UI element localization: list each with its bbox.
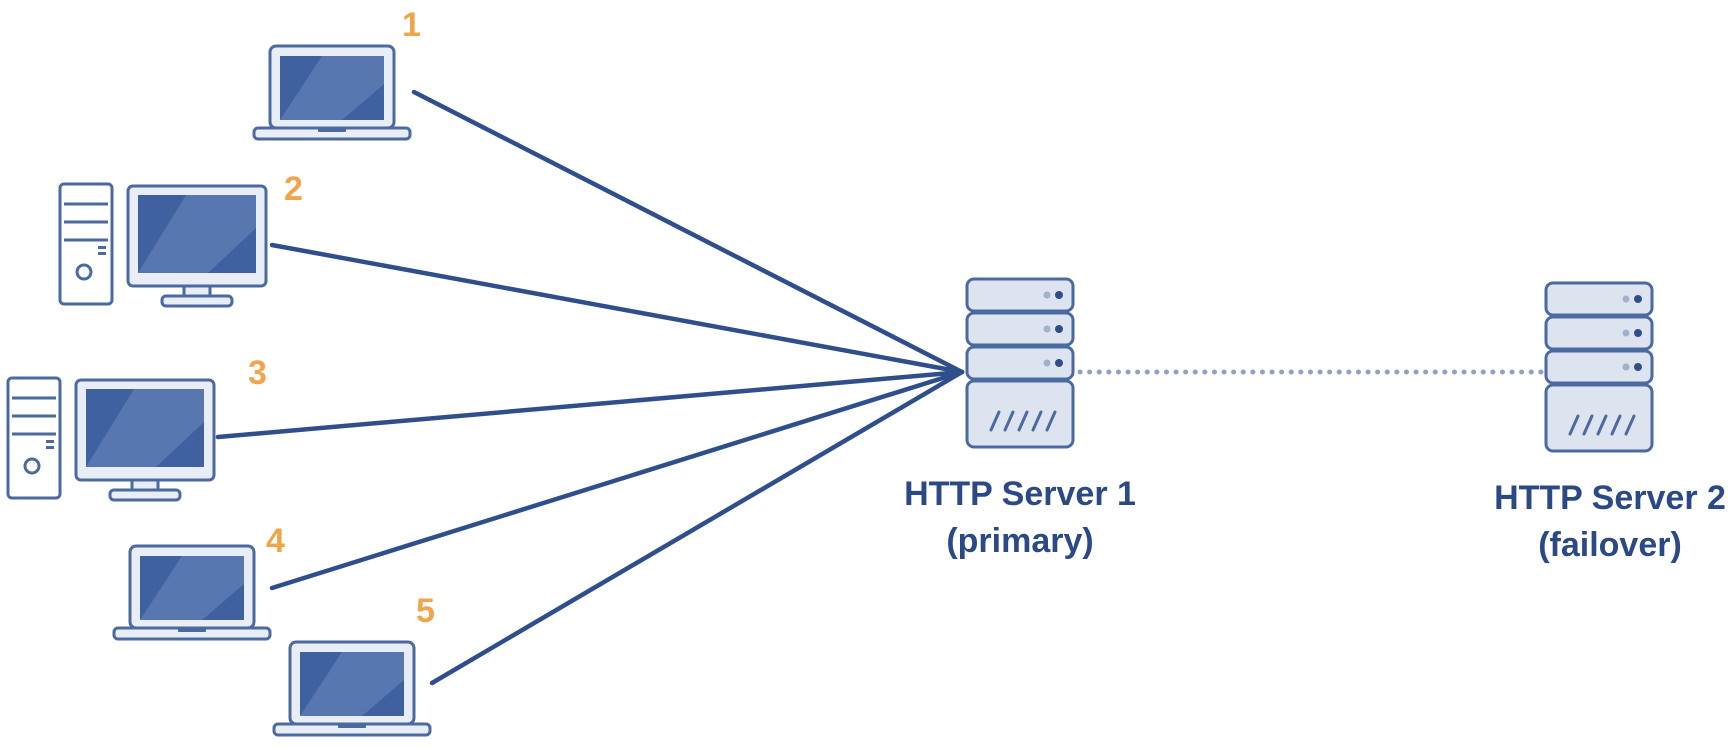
link-client-5-server-1 bbox=[429, 369, 965, 686]
client-5-number: 5 bbox=[416, 592, 435, 630]
server-1-name: HTTP Server 1 bbox=[904, 475, 1136, 513]
client-1-laptop: 1 bbox=[252, 6, 421, 141]
client-1-number: 1 bbox=[402, 6, 421, 44]
server-1-role: (primary) bbox=[946, 522, 1093, 560]
client-3-number: 3 bbox=[248, 354, 267, 392]
desktop-computer-icon bbox=[58, 182, 268, 308]
connection-lines bbox=[215, 89, 1545, 686]
laptop-icon bbox=[252, 44, 412, 141]
link-client-1-server-1 bbox=[411, 89, 965, 375]
link-client-3-server-1 bbox=[215, 369, 965, 440]
client-2-desktop: 2 bbox=[58, 170, 303, 308]
server-rack-icon bbox=[1544, 281, 1654, 453]
client-4-laptop: 4 bbox=[112, 522, 285, 641]
link-client-2-server-1 bbox=[269, 242, 965, 375]
server-2-name: HTTP Server 2 bbox=[1494, 479, 1726, 517]
client-4-number: 4 bbox=[266, 522, 285, 560]
client-5-laptop: 5 bbox=[272, 592, 435, 737]
laptop-icon bbox=[272, 640, 432, 737]
link-client-4-server-1 bbox=[269, 369, 965, 591]
http-server-1: HTTP Server 1 (primary) bbox=[904, 277, 1136, 560]
server-rack-icon bbox=[965, 277, 1075, 449]
desktop-computer-icon bbox=[6, 376, 216, 502]
http-server-2: HTTP Server 2 (failover) bbox=[1494, 281, 1726, 564]
client-2-number: 2 bbox=[284, 170, 303, 208]
laptop-icon bbox=[112, 544, 272, 641]
server-2-role: (failover) bbox=[1538, 526, 1682, 564]
client-3-desktop: 3 bbox=[6, 354, 267, 502]
